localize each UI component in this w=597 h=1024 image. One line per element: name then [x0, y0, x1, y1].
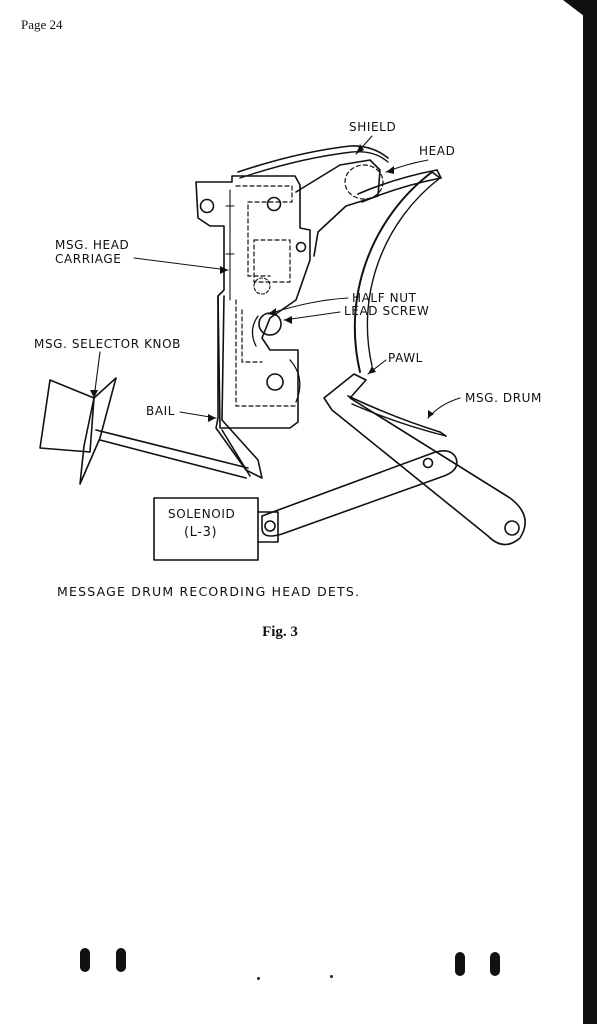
label-solenoid-code: (L-3): [184, 525, 217, 540]
binder-hole-left-1: [80, 948, 90, 972]
binder-hole-right-1: [455, 952, 465, 976]
binder-hole-right-2: [490, 952, 500, 976]
solenoid: [153, 497, 279, 561]
msg-drum: [347, 171, 447, 437]
solenoid-link: [261, 450, 458, 537]
scan-edge-bar: [583, 0, 597, 1024]
msg-selector-knob: [39, 377, 249, 485]
leader-arrowheads: [90, 144, 434, 422]
label-msg-selector-knob: MSG. SELECTOR KNOB: [34, 337, 181, 351]
label-bail: BAIL: [146, 404, 175, 418]
lead-screw: [251, 312, 282, 347]
scan-speck: [330, 975, 333, 978]
page-number: Page 24: [21, 17, 63, 32]
leader-lines: [93, 135, 461, 419]
scan-edge-corner: [563, 0, 597, 26]
label-msg-drum: MSG. DRUM: [465, 391, 542, 405]
label-lead-screw: LEAD SCREW: [344, 304, 429, 318]
pawl: [323, 373, 526, 546]
msg-head-carriage: [195, 175, 311, 429]
label-msg-head-carriage-line2: CARRIAGE: [55, 252, 121, 266]
figure-caption: MESSAGE DRUM RECORDING HEAD DETS.: [57, 584, 361, 599]
figure-title: Fig. 3: [262, 624, 298, 640]
label-head: HEAD: [419, 144, 455, 158]
label-msg-head-carriage-line1: MSG. HEAD: [55, 238, 129, 252]
label-pawl: PAWL: [388, 351, 423, 365]
head-arm: [237, 145, 389, 257]
label-shield: SHIELD: [349, 120, 396, 134]
binder-hole-left-2: [116, 948, 126, 972]
scan-speck: [257, 977, 260, 980]
label-half-nut: HALF NUT: [352, 291, 417, 305]
label-solenoid: SOLENOID: [168, 507, 235, 521]
bail: [215, 295, 263, 479]
